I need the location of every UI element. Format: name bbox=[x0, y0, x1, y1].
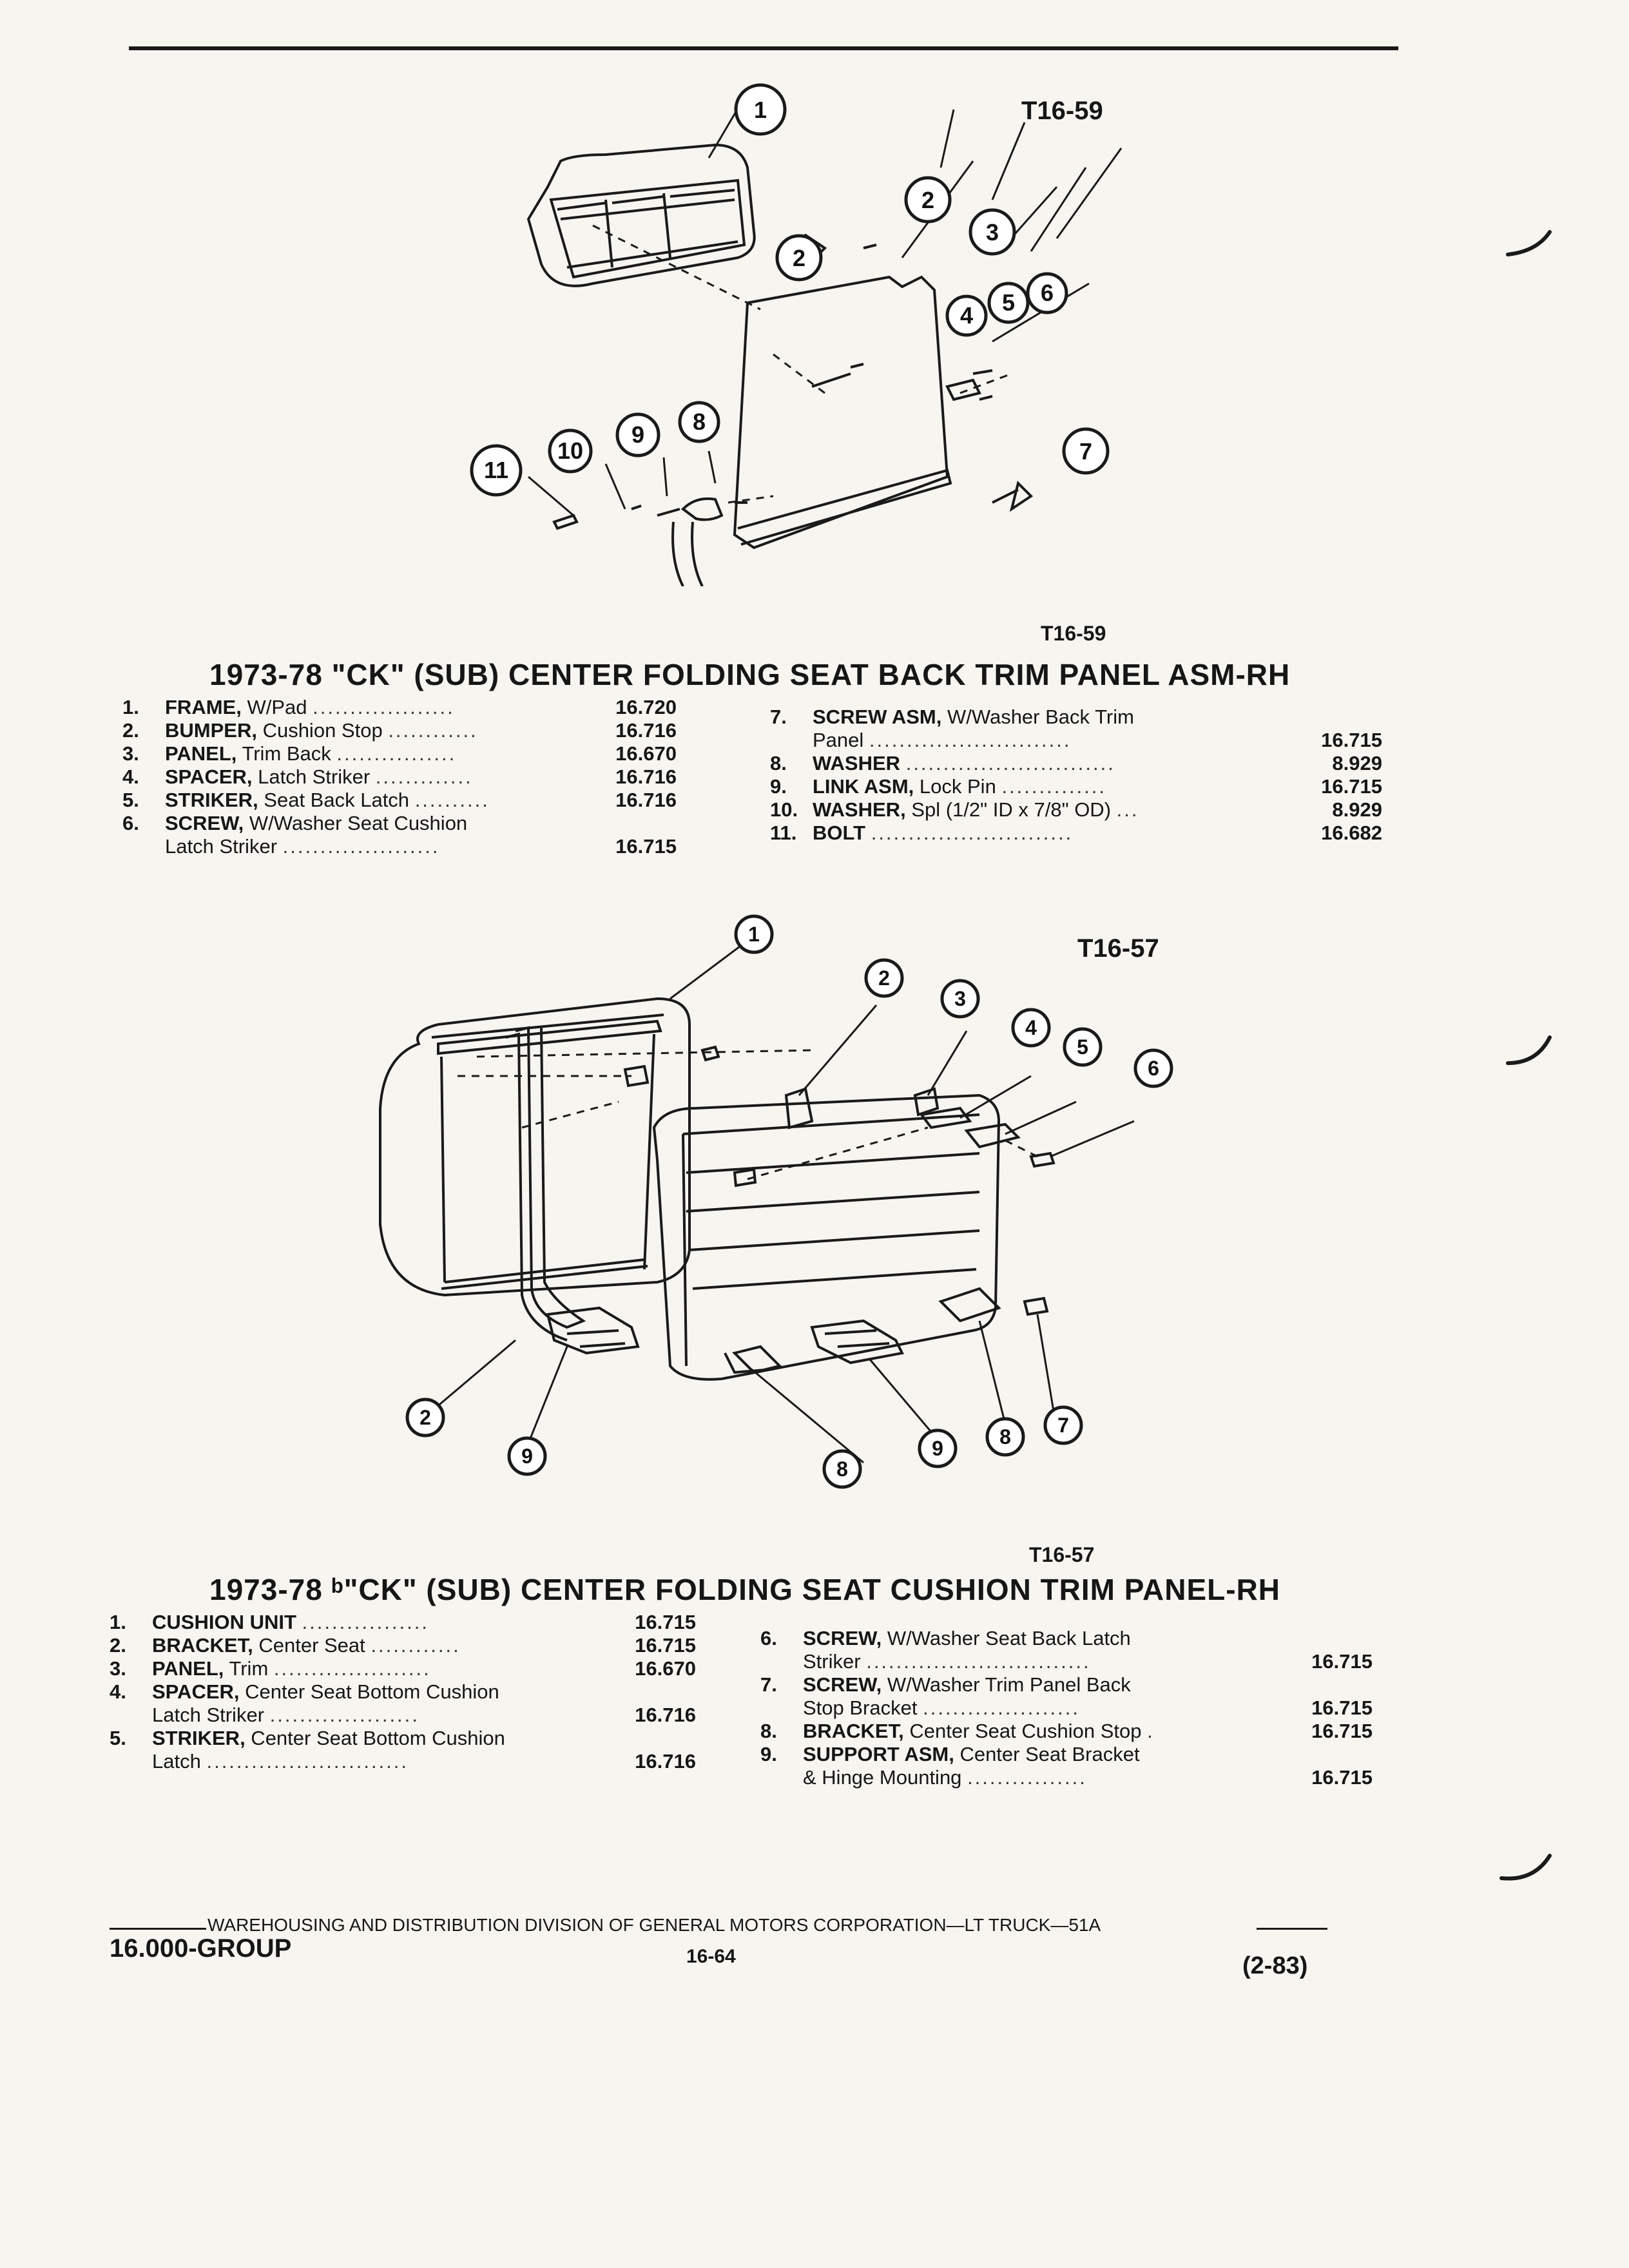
callout-2a: 2 bbox=[793, 245, 805, 271]
list-item: 11.BOLT ...........................16.68… bbox=[770, 822, 1382, 844]
striker bbox=[964, 1122, 1021, 1149]
list-item: 1.CUSHION UNIT .................16.715 bbox=[110, 1611, 696, 1633]
list-item-cont: Panel ...........................16.715 bbox=[813, 729, 1382, 751]
support-bracket-right bbox=[810, 1319, 904, 1365]
callout-5: 5 bbox=[1077, 1035, 1088, 1059]
list-item: 3.PANEL, Trim Back ................16.67… bbox=[122, 742, 677, 765]
section-top-left-list: 1.FRAME, W/Pad ...................16.720… bbox=[122, 696, 677, 858]
list-item: 9.LINK ASM, Lock Pin ..............16.71… bbox=[770, 775, 1382, 798]
list-item: 4.SPACER, Latch Striker .............16.… bbox=[122, 765, 677, 788]
spacer bbox=[919, 1106, 972, 1129]
list-item-cont: Striker ..............................16… bbox=[803, 1650, 1373, 1673]
footer-division: WAREHOUSING AND DISTRIBUTION DIVISION OF… bbox=[207, 1915, 1101, 1935]
callout-7: 7 bbox=[1057, 1414, 1069, 1437]
binding-marks bbox=[1499, 230, 1552, 1881]
callout-8: 8 bbox=[693, 408, 706, 435]
figure-top-diagram: 1 2 2 3 4 5 6 7 8 9 10 11 bbox=[470, 83, 1123, 586]
footer-rule-left bbox=[110, 1928, 206, 1930]
callout-2b: 2 bbox=[419, 1406, 431, 1429]
footer-group: 16.000-GROUP bbox=[110, 1934, 292, 1963]
callout-1: 1 bbox=[754, 97, 767, 123]
figure-bottom-diagram: 1 2 3 4 5 6 2 9 8 9 8 7 bbox=[379, 914, 1173, 1489]
callout-7: 7 bbox=[1079, 438, 1092, 465]
bracket-stop-upper bbox=[938, 1287, 1001, 1323]
list-item: 9.SUPPORT ASM, Center Seat Bracket bbox=[760, 1743, 1140, 1765]
cushion-unit bbox=[379, 997, 691, 1297]
section-bottom-right-list: 6.SCREW, W/Washer Seat Back Latch Strike… bbox=[760, 1627, 1373, 1789]
figure-bottom-label: T16-57 bbox=[1077, 934, 1159, 963]
callout-9a: 9 bbox=[521, 1445, 533, 1468]
callout-4: 4 bbox=[1025, 1016, 1037, 1039]
list-item-cont: Latch Striker ....................16.716 bbox=[152, 1704, 696, 1726]
figure-top-caption: T16-59 bbox=[1041, 622, 1106, 645]
callout-6: 6 bbox=[1148, 1057, 1159, 1080]
list-item-cont: Latch ...........................16.716 bbox=[152, 1750, 696, 1773]
callout-10: 10 bbox=[557, 437, 583, 464]
callout-markers bbox=[405, 914, 1173, 1489]
list-item: 8.WASHER ............................8.9… bbox=[770, 752, 1382, 774]
callout-6: 6 bbox=[1041, 280, 1054, 306]
support-bracket-left bbox=[515, 1026, 586, 1329]
callout-2: 2 bbox=[878, 966, 890, 990]
list-item: 5.STRIKER, Seat Back Latch ..........16.… bbox=[122, 789, 677, 811]
list-item: 3.PANEL, Trim .....................16.67… bbox=[110, 1657, 696, 1680]
top-rule bbox=[129, 46, 1398, 50]
footer-date: (2-83) bbox=[1242, 1952, 1308, 1979]
trim-panel bbox=[733, 275, 949, 550]
callout-8a: 8 bbox=[836, 1457, 848, 1481]
callout-2b: 2 bbox=[921, 187, 934, 213]
callout-5: 5 bbox=[1002, 289, 1015, 316]
callout-9b: 9 bbox=[932, 1437, 943, 1460]
section-bottom-title: 1973-78 ᵇ"CK" (SUB) CENTER FOLDING SEAT … bbox=[209, 1573, 1281, 1606]
callout-8b: 8 bbox=[999, 1425, 1011, 1448]
callout-9: 9 bbox=[631, 421, 644, 448]
list-item-cont: Latch Striker .....................16.71… bbox=[165, 835, 677, 858]
callout-3: 3 bbox=[986, 219, 999, 245]
bracket-top bbox=[784, 1087, 814, 1129]
section-bottom-left-list: 1.CUSHION UNIT .................16.715 2… bbox=[110, 1611, 696, 1773]
list-item: 7.SCREW, W/Washer Trim Panel Back bbox=[760, 1673, 1131, 1696]
footer-rule-right bbox=[1257, 1928, 1327, 1930]
section-top-title: 1973-78 "CK" (SUB) CENTER FOLDING SEAT B… bbox=[209, 658, 1291, 691]
callout-11: 11 bbox=[484, 457, 508, 483]
footer-page-number: 16-64 bbox=[686, 1946, 736, 1967]
list-item: 8.BRACKET, Center Seat Cushion Stop .16.… bbox=[760, 1720, 1373, 1742]
section-top-right-list: 7.SCREW ASM, W/Washer Back Trim Panel ..… bbox=[770, 706, 1382, 845]
list-item: 6.SCREW, W/Washer Seat Cushion bbox=[122, 812, 468, 834]
seat-back-frame bbox=[526, 143, 756, 287]
callout-1: 1 bbox=[748, 923, 760, 946]
callout-3: 3 bbox=[954, 987, 966, 1010]
list-item: 6.SCREW, W/Washer Seat Back Latch bbox=[760, 1627, 1131, 1649]
list-item: 5.STRIKER, Center Seat Bottom Cushion bbox=[110, 1727, 505, 1749]
list-item: 2.BUMPER, Cushion Stop ............16.71… bbox=[122, 719, 677, 742]
figure-bottom-caption: T16-57 bbox=[1029, 1543, 1095, 1566]
callout-4: 4 bbox=[960, 302, 973, 329]
list-item-cont: Stop Bracket .....................16.715 bbox=[803, 1696, 1373, 1719]
list-item: 7.SCREW ASM, W/Washer Back Trim bbox=[770, 706, 1134, 728]
link-pin bbox=[657, 497, 724, 521]
figure-top-label: T16-59 bbox=[1021, 97, 1103, 125]
list-item: 4.SPACER, Center Seat Bottom Cushion bbox=[110, 1680, 499, 1703]
list-item: 1.FRAME, W/Pad ...................16.720 bbox=[122, 696, 677, 718]
trim-panel bbox=[652, 1093, 1001, 1381]
list-item: 10.WASHER, Spl (1/2" ID x 7/8" OD) ...8.… bbox=[770, 798, 1382, 821]
list-item-cont: & Hinge Mounting ................16.715 bbox=[803, 1766, 1373, 1789]
list-item: 2.BRACKET, Center Seat ............16.71… bbox=[110, 1634, 696, 1657]
callout-markers bbox=[470, 83, 1110, 497]
